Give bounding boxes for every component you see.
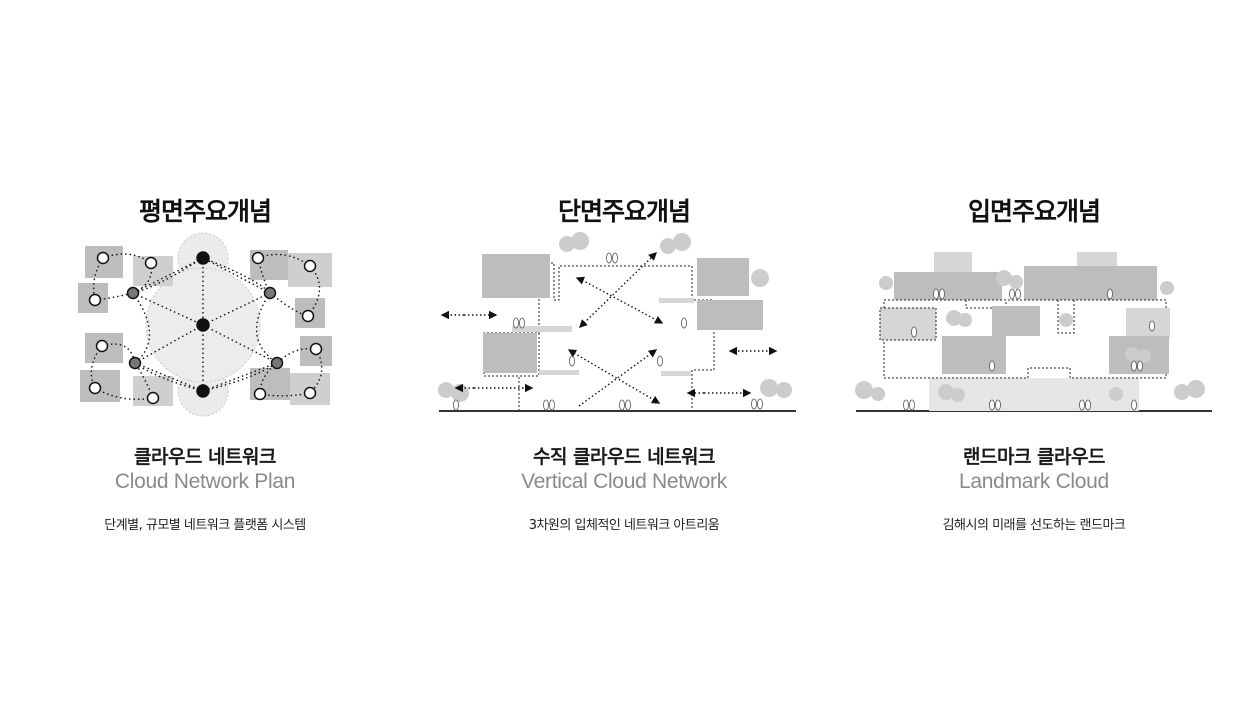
- volume: [697, 300, 763, 330]
- node-white: [88, 381, 102, 395]
- arrow: [578, 349, 658, 407]
- node-gray: [263, 286, 277, 300]
- floor-plate: [539, 370, 579, 375]
- roof-volume: [1024, 266, 1157, 300]
- plan-concept-column: 평면주요개념: [5, 0, 405, 709]
- arrow: [583, 252, 658, 324]
- node-black: [196, 384, 210, 398]
- node-gray: [270, 356, 284, 370]
- floor-plate: [512, 326, 572, 332]
- elevation-concept-column: 입면주요개념: [834, 0, 1234, 709]
- node-white: [88, 293, 102, 307]
- node-white: [303, 259, 317, 273]
- node-white: [253, 387, 267, 401]
- node-white: [251, 251, 265, 265]
- facade-volume: [1126, 308, 1170, 338]
- node-white: [144, 256, 158, 270]
- roof-volume: [934, 252, 972, 272]
- roof-volume: [894, 272, 1002, 300]
- cloud-network-plan-diagram: [5, 228, 405, 428]
- section-concept-subtitle-en: Vertical Cloud Network: [521, 470, 727, 493]
- volume: [483, 333, 537, 373]
- section-concept-column: 단면주요개념: [424, 0, 824, 709]
- elevation-concept-subtitle-ko: 랜드마크 클라우드: [963, 446, 1105, 468]
- node-white: [303, 386, 317, 400]
- node-white: [96, 251, 110, 265]
- node-white: [301, 309, 315, 323]
- section-concept-title: 단면주요개념: [557, 197, 691, 226]
- elevation-concept-subtitle-en: Landmark Cloud: [959, 470, 1109, 493]
- facade-volume: [879, 307, 937, 341]
- landmark-cloud-diagram: [834, 228, 1234, 428]
- arrow: [581, 279, 664, 324]
- facade-volume: [992, 306, 1040, 336]
- node-gray: [126, 286, 140, 300]
- roof-volume: [1077, 252, 1117, 266]
- arrow: [573, 352, 661, 404]
- plan-concept-title: 평면주요개념: [138, 197, 272, 226]
- plan-concept-subtitle-ko: 클라우드 네트워크: [134, 446, 276, 468]
- elevation-concept-title: 입면주요개념: [967, 197, 1101, 226]
- vertical-cloud-network-diagram: [424, 228, 824, 428]
- arrow: [567, 349, 578, 358]
- node-black: [196, 318, 210, 332]
- plan-concept-description: 단계별, 규모별 네트워크 플랫폼 시스템: [104, 518, 306, 533]
- section-concept-subtitle-ko: 수직 클라우드 네트워크: [532, 446, 716, 468]
- facade-volume: [942, 336, 1006, 374]
- arrow: [579, 319, 588, 328]
- volume: [482, 254, 550, 298]
- plan-concept-subtitle-en: Cloud Network Plan: [114, 470, 296, 493]
- floor-plate: [661, 371, 691, 376]
- floor-plate: [659, 298, 694, 303]
- node-gray: [128, 356, 142, 370]
- volume: [697, 258, 749, 296]
- section-concept-description: 3차원의 입체적인 네트워크 아트리움: [528, 518, 720, 533]
- node-white: [146, 391, 160, 405]
- arrow: [575, 276, 586, 285]
- node-white: [95, 339, 109, 353]
- node-black: [196, 251, 210, 265]
- node-white: [309, 342, 323, 356]
- elevation-concept-description: 김해시의 미래를 선도하는 랜드마크: [942, 518, 1126, 533]
